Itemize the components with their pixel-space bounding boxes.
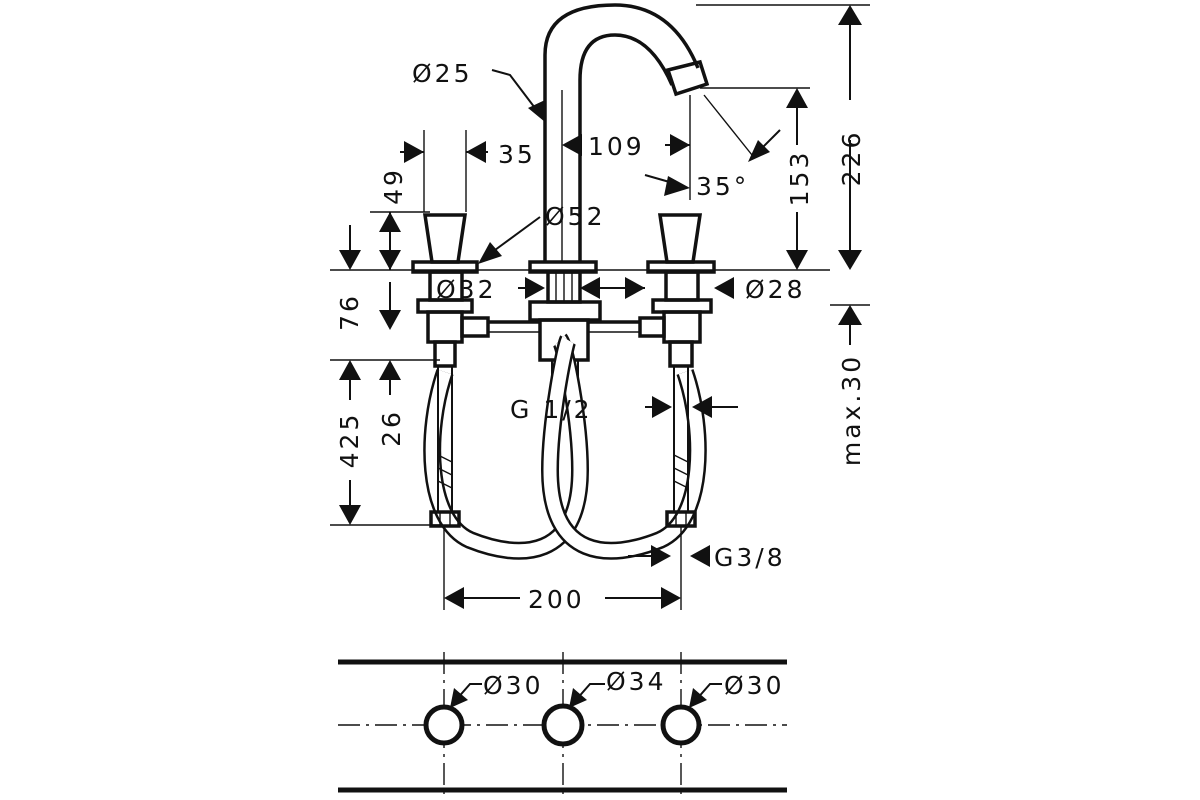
label-valve-diameter: Ø28	[745, 275, 806, 304]
deck-plan	[338, 652, 787, 800]
hole-right	[660, 704, 702, 746]
left-handle	[422, 213, 468, 264]
label-rosette-diameter: Ø52	[545, 202, 606, 231]
label-spout-reach: 109	[588, 132, 645, 161]
label-handle-offset: 35	[498, 140, 536, 169]
label-nut-height: 26	[377, 409, 406, 447]
label-height-to-outlet: 153	[785, 150, 814, 207]
label-max-deck-thickness: max.30	[837, 354, 866, 466]
label-thread-outlet: G3/8	[714, 543, 786, 572]
label-escutcheon-diameter: Ø32	[436, 275, 497, 304]
label-hose-length: 425	[335, 412, 364, 469]
label-handle-height: 49	[379, 167, 408, 205]
label-hole-centre: Ø34	[606, 667, 667, 696]
spout-inner	[578, 33, 674, 262]
label-shank-height: 76	[335, 293, 364, 331]
spout	[543, 3, 700, 262]
faucet-elevation	[411, 3, 716, 560]
spout-outlet	[665, 59, 710, 97]
right-valve-body	[664, 270, 700, 302]
label-hole-right: Ø30	[724, 671, 785, 700]
label-spout-diameter: Ø25	[412, 59, 473, 88]
left-nut	[429, 510, 461, 528]
hole-centre	[541, 703, 585, 747]
label-total-height: 226	[837, 130, 866, 187]
dimension-labels: Ø25 35 109 35° Ø52 Ø32 Ø28 G 1/2 G3/8 20…	[335, 59, 866, 700]
dimension-lines	[330, 4, 870, 610]
hole-left	[423, 704, 465, 746]
label-hole-left: Ø30	[483, 671, 544, 700]
label-spout-angle: 35°	[696, 172, 749, 201]
right-handle	[657, 213, 703, 264]
label-thread-inlet: G 1/2	[510, 395, 593, 424]
label-centre-distance: 200	[528, 585, 585, 614]
